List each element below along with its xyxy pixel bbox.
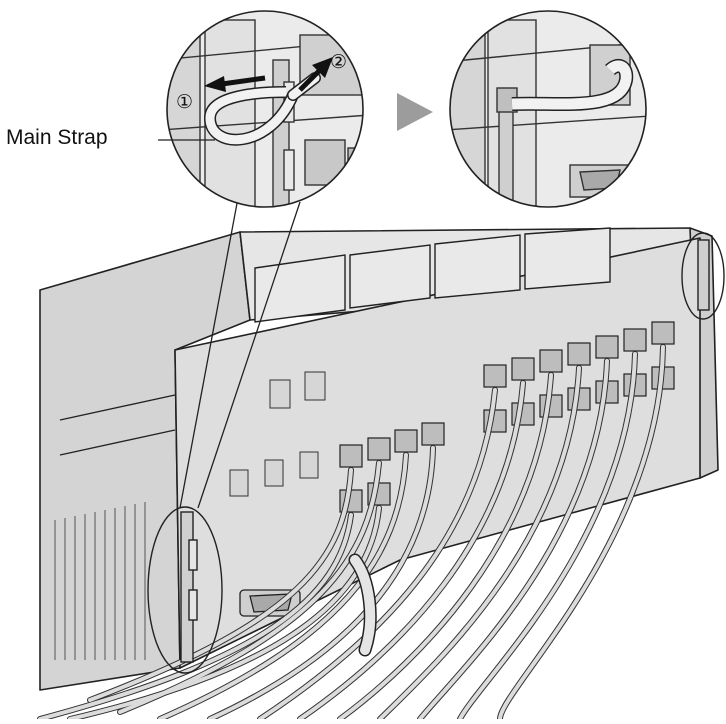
detail-circle-before [166, 10, 364, 208]
arrow-step-1 [221, 75, 266, 87]
left-vent [54, 502, 146, 660]
step-1-label: ① [176, 92, 193, 113]
highlight-ellipse-left [147, 506, 223, 674]
highlight-ellipse-right [681, 232, 725, 320]
panel-slots [229, 371, 326, 497]
strap-holder-right [697, 239, 710, 311]
main-strap-label: Main Strap [6, 126, 108, 149]
zoom-leader-line [197, 201, 301, 509]
strap-holder-left [180, 511, 198, 663]
arrow-step-2 [298, 68, 322, 92]
cable-bundle [37, 344, 666, 722]
next-step-arrow [397, 93, 433, 131]
step-2-label: ② [330, 52, 347, 73]
detail-circle-after [449, 10, 647, 208]
interior-cards [59, 227, 611, 456]
zoom-leader-line [179, 197, 239, 509]
